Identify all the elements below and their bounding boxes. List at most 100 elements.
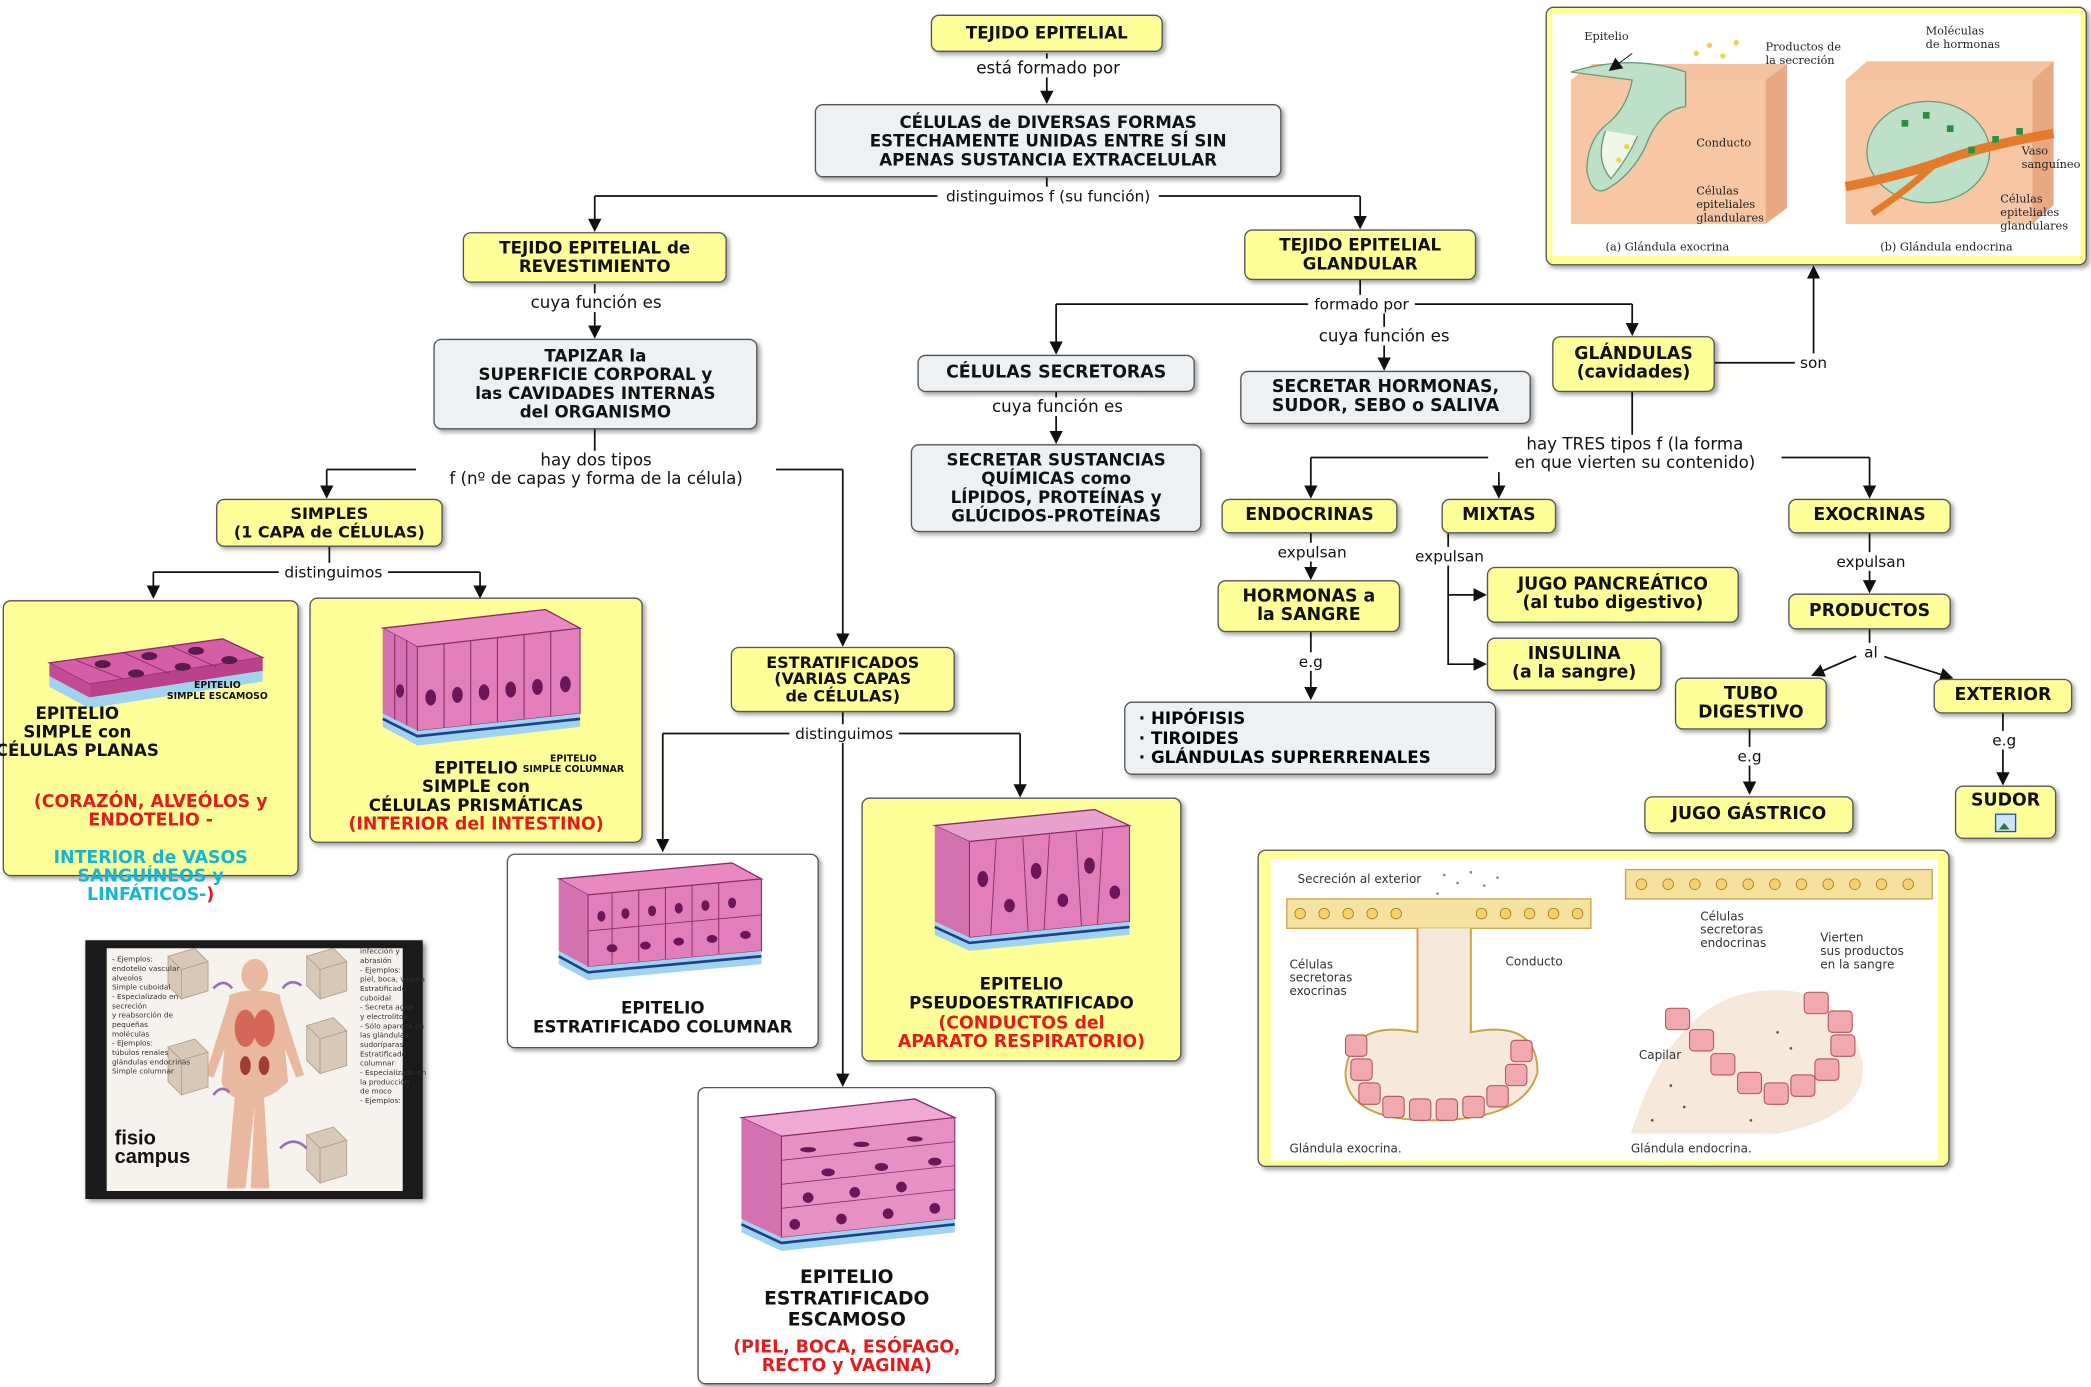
link-cuya-funcion-2: cuya función es [976, 397, 1139, 416]
link-cuya-funcion-1: cuya función es [515, 293, 678, 312]
node-tapizar: TAPIZAR la SUPERFICIE CORPORAL y las CAV… [433, 339, 757, 430]
planas-caption: EPITELIO SIMPLE con CÉLULAS PLANAS [0, 704, 204, 760]
node-exterior: EXTERIOR [1934, 679, 2073, 714]
columnar-caption: EPITELIO ESTRATIFICADO COLUMNAR [508, 999, 817, 1036]
video-note-line: las glándulas [360, 1032, 429, 1041]
card-epitelio-simple-prismaticas: EPITELIO SIMPLE COLUMNAR EPITELIO SIMPLE… [309, 597, 642, 842]
node-endocrine-examples: · HIPÓFISIS · TIROIDES · GLÁNDULAS SUPRE… [1124, 702, 1496, 775]
video-note-line: Estratificado columnar [360, 1051, 429, 1070]
video-note-line: Estratificado cuboidal [360, 986, 429, 1005]
node-tubo-digestivo: TUBO DIGESTIVO [1675, 678, 1827, 730]
stratified-squamous-illustration [715, 1094, 982, 1267]
node-estratificados: ESTRATIFICADOS (VARIAS CAPAS de CÉLULAS) [731, 647, 955, 712]
video-note-line: glándulas endocrinas [112, 1059, 205, 1068]
video-note-line: - Especializado en [360, 1070, 429, 1079]
link-distinguimos-funcion: distinguimos f (su función) [937, 187, 1158, 206]
video-note-line: piel, boca, vagina [360, 976, 429, 985]
node-insulina: INSULINA (a la sangre) [1487, 638, 1662, 691]
prismaticas-caption: EPITELIO SIMPLE con CÉLULAS PRISMÁTICAS [311, 759, 642, 815]
ann-conducto-b: Conducto [1506, 955, 1563, 969]
example-hipofisis: · HIPÓFISIS [1139, 710, 1482, 729]
node-jugo-pancreatico: JUGO PANCREÁTICO (al tubo digestivo) [1487, 567, 1739, 623]
video-note-line: Simple cuboidal [112, 984, 205, 993]
video-note-line: la producción [360, 1079, 429, 1088]
ann-secrecion: Secreción al exterior [1297, 872, 1421, 886]
escamoso-caption: EPITELIO ESTRATIFICADO ESCAMOSO [699, 1267, 995, 1331]
card-epitelio-pseudoestratificado: EPITELIO PSEUDOESTRATIFICADO (CONDUCTOS … [861, 798, 1181, 1062]
video-note-line: alveolos [112, 975, 205, 984]
sudor-label: SUDOR [1971, 792, 2040, 811]
example-suprerrenales: · GLÁNDULAS SUPRERRENALES [1139, 748, 1482, 767]
video-note-line: túbulos renales [112, 1050, 205, 1059]
video-note-line: - Secreta agua [360, 1004, 429, 1013]
node-epitelial-glandular: TEJIDO EPITELIAL GLANDULAR [1244, 229, 1476, 280]
video-notes-right: infección y abrasión- Ejemplos:piel, boc… [360, 948, 429, 1107]
video-note-line: y reabsorción de pequeñas [112, 1012, 205, 1031]
card-epitelio-estratificado-escamoso: EPITELIO ESTRATIFICADO ESCAMOSO (PIEL, B… [697, 1087, 996, 1384]
link-cuya-funcion-3: cuya función es [1303, 327, 1466, 346]
cap-endocrina-b: Glándula endocrina. [1631, 1141, 1752, 1155]
node-secretar-sustancias: SECRETAR SUSTANCIAS QUÍMICAS como LÍPIDO… [911, 444, 1202, 532]
example-tiroides: · TIROIDES [1139, 729, 1482, 748]
link-al: al [1858, 643, 1885, 662]
link-expulsan-2: expulsan [1408, 547, 1491, 566]
card-epitelio-estratificado-columnar: EPITELIO ESTRATIFICADO COLUMNAR [507, 854, 819, 1049]
video-note-line: - Ejemplos: [112, 956, 205, 965]
link-hay-dos-tipos: hay dos tipos f (nº de capas y forma de … [416, 451, 776, 488]
node-glandulas: GLÁNDULAS (cavidades) [1552, 336, 1715, 392]
node-productos: PRODUCTOS [1788, 593, 1951, 629]
node-endocrinas: ENDOCRINAS [1221, 499, 1397, 534]
link-eg-2: e.g [1728, 747, 1771, 766]
simple-columnar-illustration [345, 604, 612, 757]
node-sudor[interactable]: SUDOR [1955, 786, 2056, 839]
video-note-line: - Sólo aparece en [360, 1023, 429, 1032]
video-note-line: infección y abrasión [360, 948, 429, 967]
link-eg-3: e.g [1983, 731, 2026, 750]
pseudostratified-illustration [895, 804, 1162, 964]
video-note-line: - Ejemplos: [360, 1098, 429, 1107]
node-epitelial-revestimiento: TEJIDO EPITELIAL de REVESTIMIENTO [463, 232, 727, 283]
video-note-line: - Especializado en secreción [112, 994, 205, 1013]
node-simples: SIMPLES (1 CAPA de CÉLULAS) [216, 499, 443, 547]
stratified-columnar-illustration [532, 858, 799, 991]
link-distinguimos-1: distinguimos [279, 563, 388, 582]
planas-examples: (CORAZÓN, ALVEÓLOS y ENDOTELIO - INTERIO… [4, 775, 297, 906]
video-note-line: - Ejemplos: [360, 967, 429, 976]
video-note-line: Simple columnar [112, 1068, 205, 1077]
ann-epitelio: Epitelio [1584, 29, 1629, 43]
video-note-line: moléculas [112, 1031, 205, 1040]
video-note-line: - Ejemplos: [112, 1040, 205, 1049]
glandula-illustration-top: Epitelio Productos dela secreción Conduc… [1546, 7, 2087, 266]
link-tres-tipos: hay TRES tipos f (la forma en que vierte… [1488, 435, 1781, 472]
node-tejido-epitelial: TEJIDO EPITELIAL [931, 15, 1163, 52]
escamoso-examples: (PIEL, BOCA, ESÓFAGO, RECTO y VAGINA) [699, 1339, 995, 1376]
link-expulsan-1: expulsan [1271, 543, 1354, 562]
prismaticas-examples: (INTERIOR del INTESTINO) [311, 816, 642, 835]
cap-exocrina-b: Glándula exocrina. [1289, 1141, 1401, 1155]
ann-moleculas: Moléculasde hormonas [1926, 24, 2001, 51]
link-distinguimos-2: distinguimos [789, 724, 898, 743]
card-epitelio-simple-planas: EPITELIO SIMPLE con CÉLULAS PLANAS EPITE… [3, 600, 299, 876]
image-attachment-icon[interactable] [1995, 814, 2016, 833]
link-son: son [1795, 353, 1832, 372]
node-jugo-gastrico: JUGO GÁSTRICO [1644, 796, 1853, 833]
video-note-line: de moco [360, 1088, 429, 1097]
planas-tiny-label: EPITELIO SIMPLE ESCAMOSO [164, 680, 271, 701]
pseudo-caption: EPITELIO PSEUDOESTRATIFICADO [863, 975, 1180, 1012]
link-expulsan-3: expulsan [1830, 552, 1913, 571]
node-exocrinas: EXOCRINAS [1788, 499, 1951, 534]
fisiocampus-logo: fisio campus [115, 1130, 191, 1167]
node-hormonas-sangre: HORMONAS a la SANGRE [1217, 580, 1400, 632]
cap-glandula-exocrina: (a) Glándula exocrina [1606, 240, 1730, 254]
node-mixtas: MIXTAS [1442, 499, 1557, 534]
